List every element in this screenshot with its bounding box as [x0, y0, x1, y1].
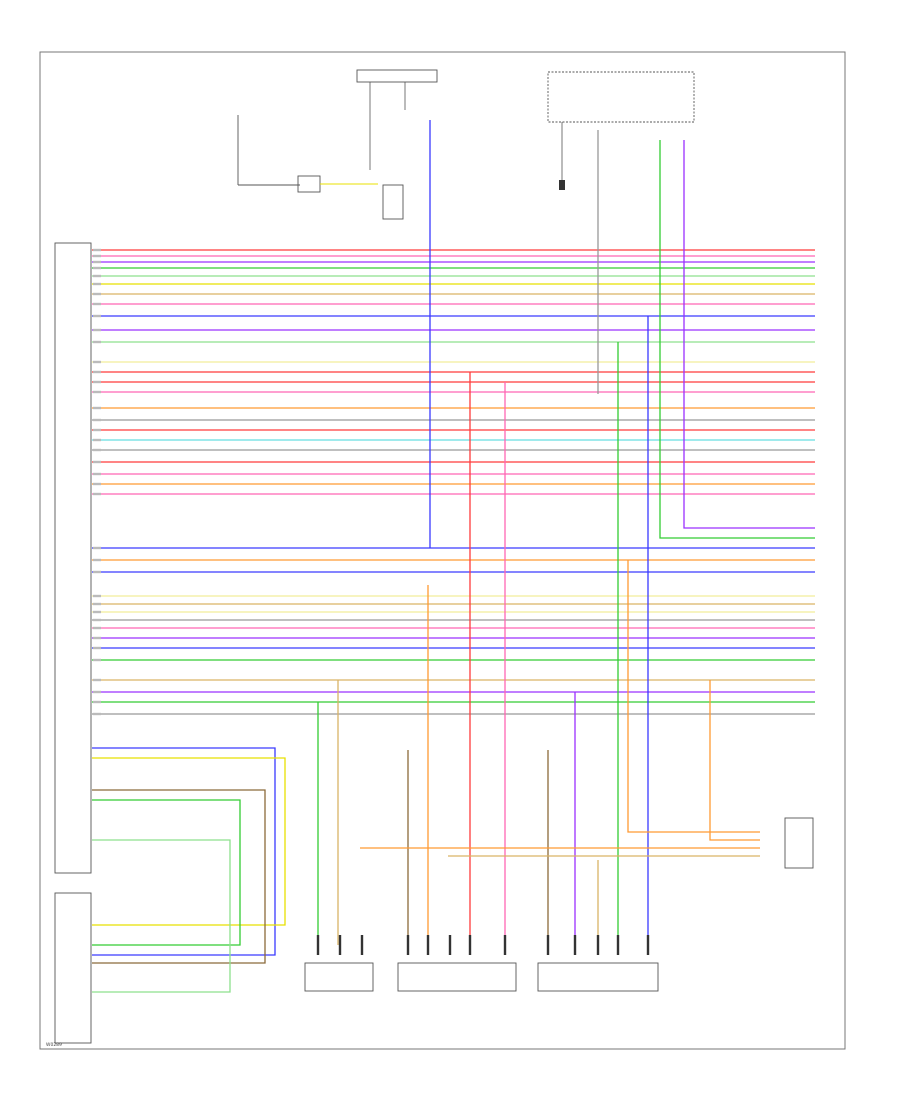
lower-loop-lightgreen — [92, 839, 231, 993]
pin-tick-upper-2 — [93, 254, 101, 258]
pin-tick-upper-16 — [93, 406, 101, 410]
pin-tick-upper-11 — [93, 340, 101, 344]
wires-layer — [92, 120, 815, 993]
bottom-component-3 — [537, 962, 659, 992]
control-unit-lower-connector — [54, 892, 92, 1044]
top-left-fuse-component — [237, 115, 378, 193]
control-unit-upper-connector — [54, 242, 92, 874]
vertical-wire-green-right — [659, 140, 815, 539]
pin-tick-upper-6 — [93, 282, 101, 286]
lower-loop-yellow — [92, 757, 286, 926]
bottom-component-1 — [304, 962, 374, 992]
top-center-switch-component — [356, 69, 438, 220]
lower-loop-blue — [92, 747, 276, 956]
pin-tick-upper-21 — [93, 460, 101, 464]
pin-tick-upper-14 — [93, 380, 101, 384]
pin-tick-upper-13 — [93, 370, 101, 374]
pin-tick-upper-19 — [93, 438, 101, 442]
pin-tick-upper-22 — [93, 472, 101, 476]
pin-tick-mid-2 — [93, 558, 101, 562]
pin-tick-upper-5 — [93, 274, 101, 278]
pin-tick-upper-15 — [93, 390, 101, 394]
pin-tick-mid-15 — [93, 712, 101, 716]
vertical-wire-orange-right — [627, 560, 760, 833]
pin-tick-upper-20 — [93, 448, 101, 452]
pin-tick-mid-9 — [93, 636, 101, 640]
right-wire-orange-2 — [709, 680, 760, 841]
diagram-frame — [39, 51, 846, 1050]
pin-tick-mid-1 — [93, 546, 101, 550]
footer-code: W0289 — [46, 1042, 62, 1048]
pin-tick-upper-1 — [93, 248, 101, 252]
pin-tick-upper-9 — [93, 314, 101, 318]
pin-tick-mid-10 — [93, 646, 101, 650]
lower-loop-green — [92, 799, 241, 946]
labels-layer — [93, 248, 101, 716]
pin-tick-upper-17 — [93, 418, 101, 422]
bottom-component-2 — [397, 962, 517, 992]
pin-tick-upper-24 — [93, 492, 101, 496]
pin-tick-mid-14 — [93, 700, 101, 704]
pin-tick-mid-4 — [93, 594, 101, 598]
pin-tick-upper-10 — [93, 328, 101, 332]
pin-tick-upper-3 — [93, 260, 101, 264]
pin-tick-mid-13 — [93, 690, 101, 694]
pin-tick-upper-23 — [93, 482, 101, 486]
pin-tick-mid-12 — [93, 678, 101, 682]
pin-tick-mid-5 — [93, 602, 101, 606]
right-side-component — [784, 817, 814, 869]
pin-tick-mid-7 — [93, 618, 101, 622]
pin-tick-mid-6 — [93, 610, 101, 614]
pin-tick-mid-8 — [93, 626, 101, 630]
pin-tick-upper-12 — [93, 360, 101, 364]
pin-tick-mid-11 — [93, 658, 101, 662]
pin-tick-upper-8 — [93, 302, 101, 306]
pin-tick-upper-4 — [93, 266, 101, 270]
pin-tick-mid-3 — [93, 570, 101, 574]
lower-loop-brown — [92, 789, 266, 964]
pin-tick-upper-18 — [93, 428, 101, 432]
vertical-wire-violet-right — [683, 140, 815, 529]
top-right-relay-component — [547, 71, 695, 190]
pin-tick-upper-7 — [93, 292, 101, 296]
